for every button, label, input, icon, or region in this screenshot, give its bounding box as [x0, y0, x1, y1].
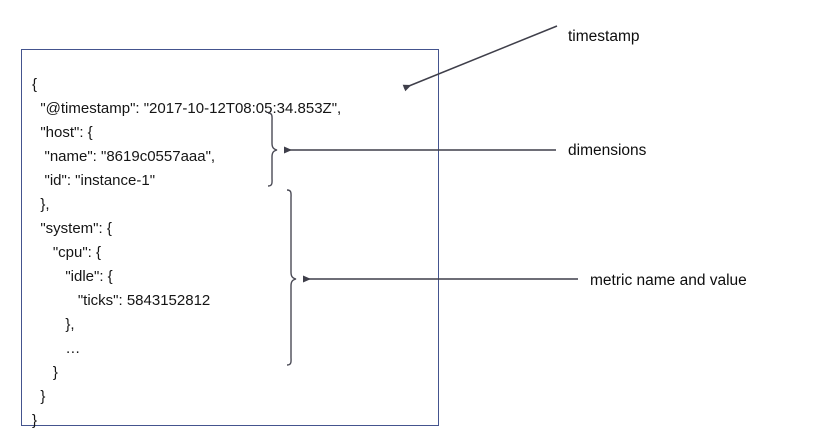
- annotation-label-timestamp: timestamp: [568, 28, 640, 45]
- annotation-label-dimensions: dimensions: [568, 142, 647, 159]
- annotation-label-metric: metric name and value: [590, 272, 747, 289]
- json-code-block: { "@timestamp": "2017-10-12T08:05:34.853…: [32, 76, 342, 429]
- json-sample-box: { "@timestamp": "2017-10-12T08:05:34.853…: [21, 49, 439, 429]
